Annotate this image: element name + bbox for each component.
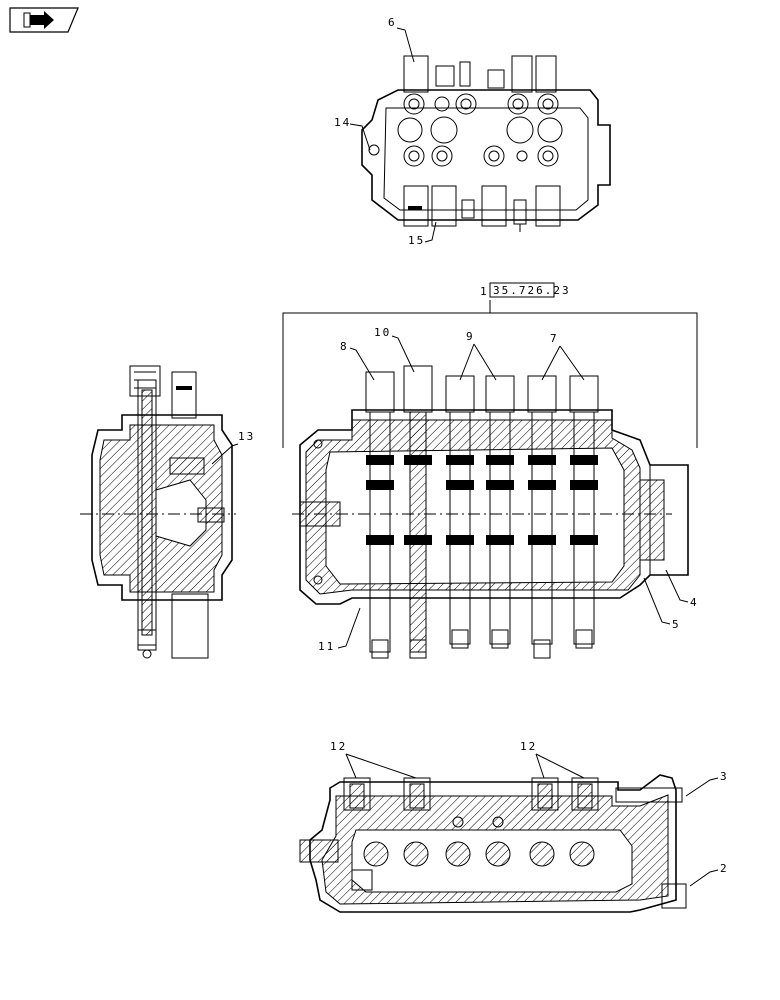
reference-number: 1	[480, 285, 489, 298]
svg-text:12: 12	[520, 740, 537, 753]
callout-4: 4	[665, 569, 699, 609]
spool-7b	[569, 375, 599, 649]
callout-13: 13	[211, 430, 255, 465]
arrow-nav-icon	[23, 11, 54, 29]
spool-9a	[445, 375, 475, 649]
svg-text:6: 6	[388, 16, 397, 29]
bottom-section-view	[299, 774, 687, 913]
top-valve-view	[361, 55, 611, 232]
svg-text:11: 11	[318, 640, 335, 653]
reference-bracket: 1 35.726.23	[282, 282, 698, 448]
svg-text:9: 9	[466, 330, 475, 343]
spool-8	[365, 371, 395, 659]
svg-text:2: 2	[720, 862, 729, 875]
svg-text:10: 10	[374, 326, 391, 339]
nav-arrow-button[interactable]	[9, 7, 79, 33]
callout-12-left: 12	[330, 740, 417, 779]
callout-8: 8	[340, 340, 375, 381]
callout-12-right: 12	[520, 740, 585, 779]
svg-text:5: 5	[672, 618, 681, 631]
callout-3: 3	[685, 770, 729, 797]
svg-text:4: 4	[690, 596, 699, 609]
side-section-view	[80, 365, 236, 659]
reference-code: 35.726.23	[493, 284, 571, 297]
reference-box	[489, 282, 555, 298]
callout-5: 5	[643, 577, 681, 631]
spool-group	[365, 365, 599, 659]
callout-10: 10	[374, 326, 415, 373]
callout-15: 15	[408, 221, 437, 247]
callout-9: 9	[459, 330, 497, 381]
spool-7a	[527, 375, 557, 659]
svg-text:12: 12	[330, 740, 347, 753]
callout-11: 11	[318, 607, 361, 653]
svg-text:3: 3	[720, 770, 729, 783]
callout-6: 6	[388, 16, 415, 63]
svg-text:13: 13	[238, 430, 255, 443]
spool-9b	[485, 375, 515, 649]
callout-2: 2	[689, 862, 729, 887]
callout-7: 7	[541, 332, 585, 381]
callout-14: 14	[334, 116, 371, 151]
spool-10	[403, 365, 433, 659]
svg-text:7: 7	[550, 332, 559, 345]
svg-text:15: 15	[408, 234, 425, 247]
svg-text:8: 8	[340, 340, 349, 353]
svg-text:14: 14	[334, 116, 351, 129]
